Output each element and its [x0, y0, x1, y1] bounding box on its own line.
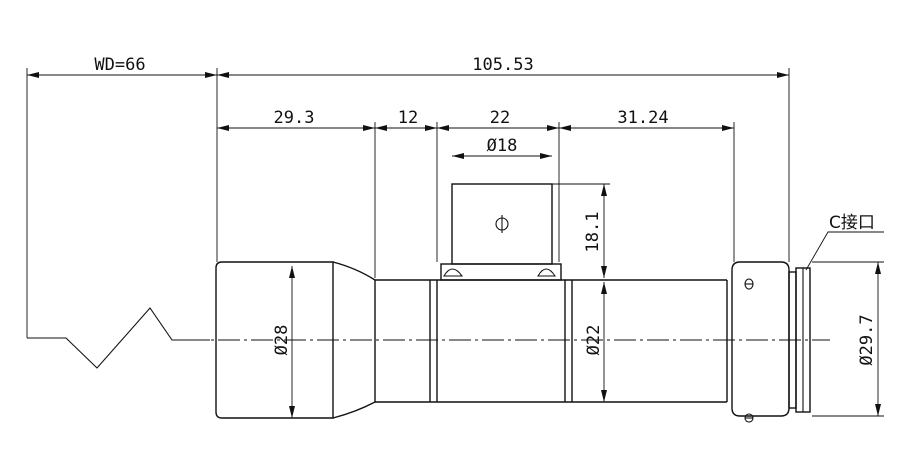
object-break-line	[27, 307, 210, 369]
label-seg-taper: 12	[398, 108, 418, 128]
mount-block	[451, 183, 553, 265]
label-seg-front: 29.3	[274, 108, 315, 128]
label-mount-height: 18.1	[583, 212, 603, 253]
taper-section	[332, 261, 376, 419]
label-tube-diameter: Ø22	[584, 325, 604, 356]
label-seg-mount: 22	[490, 108, 510, 128]
label-working-distance: WD=66	[94, 55, 145, 75]
label-seg-rear: 31.24	[617, 108, 668, 128]
label-c-mount: C接口	[829, 213, 875, 233]
front-barrel	[215, 261, 334, 419]
label-overall-length: 105.53	[472, 55, 533, 75]
lens-body	[215, 261, 811, 423]
label-mount-diameter: Ø18	[487, 136, 518, 156]
c-mount-leader	[805, 231, 884, 271]
label-front-diameter: Ø28	[272, 325, 292, 356]
extension-lines	[26, 68, 884, 417]
dimension-lines	[27, 72, 881, 418]
label-rear-diameter: Ø29.7	[857, 314, 877, 365]
rear-collar	[731, 261, 790, 417]
dimension-texts: WD=66 105.53 29.3 12 22 31.24 Ø18 18.1 Ø…	[94, 55, 877, 366]
mounting-block	[440, 183, 562, 281]
